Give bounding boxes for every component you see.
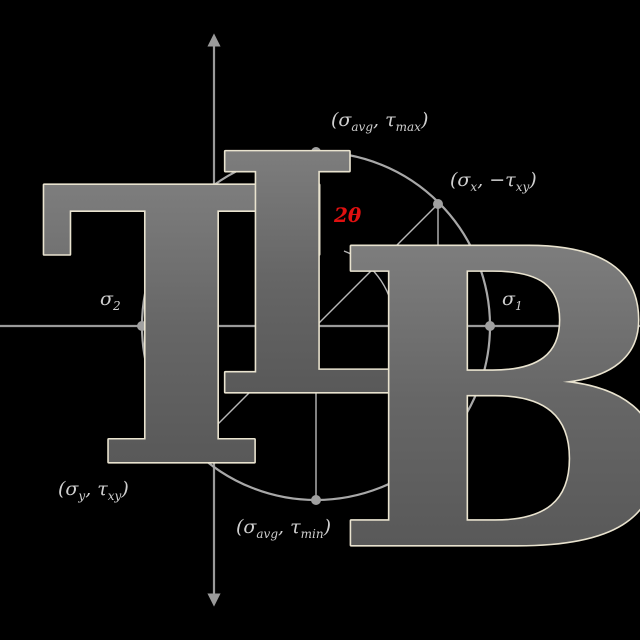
monogram-letter-t: T bbox=[40, 105, 323, 552]
labels: (σavg, τmax) (σx, −τxy) σ2 σ1 (σy, τxy) … bbox=[58, 109, 537, 541]
label-angle-2theta: 2θ bbox=[333, 203, 362, 227]
label-sigma-y-tau-xy: (σy, τxy) bbox=[58, 478, 129, 503]
mohr-diagram bbox=[0, 33, 640, 607]
monogram: T L B bbox=[38, 80, 640, 640]
sigma-1-point bbox=[485, 321, 495, 331]
sigma-y-point bbox=[189, 443, 199, 453]
tau-max-point bbox=[311, 147, 321, 157]
label-sigma-x-tau-xy: (σx, −τxy) bbox=[450, 169, 537, 194]
monogram-letter-l: L bbox=[210, 82, 442, 470]
sigma-x-point bbox=[433, 199, 443, 209]
label-sigma-2: σ2 bbox=[100, 288, 121, 313]
label-sigma-1: σ1 bbox=[502, 288, 523, 313]
monogram-letter-b: B bbox=[332, 160, 640, 640]
tau-min-point bbox=[311, 495, 321, 505]
sigma-2-point bbox=[137, 321, 147, 331]
angle-arc bbox=[343, 250, 395, 327]
